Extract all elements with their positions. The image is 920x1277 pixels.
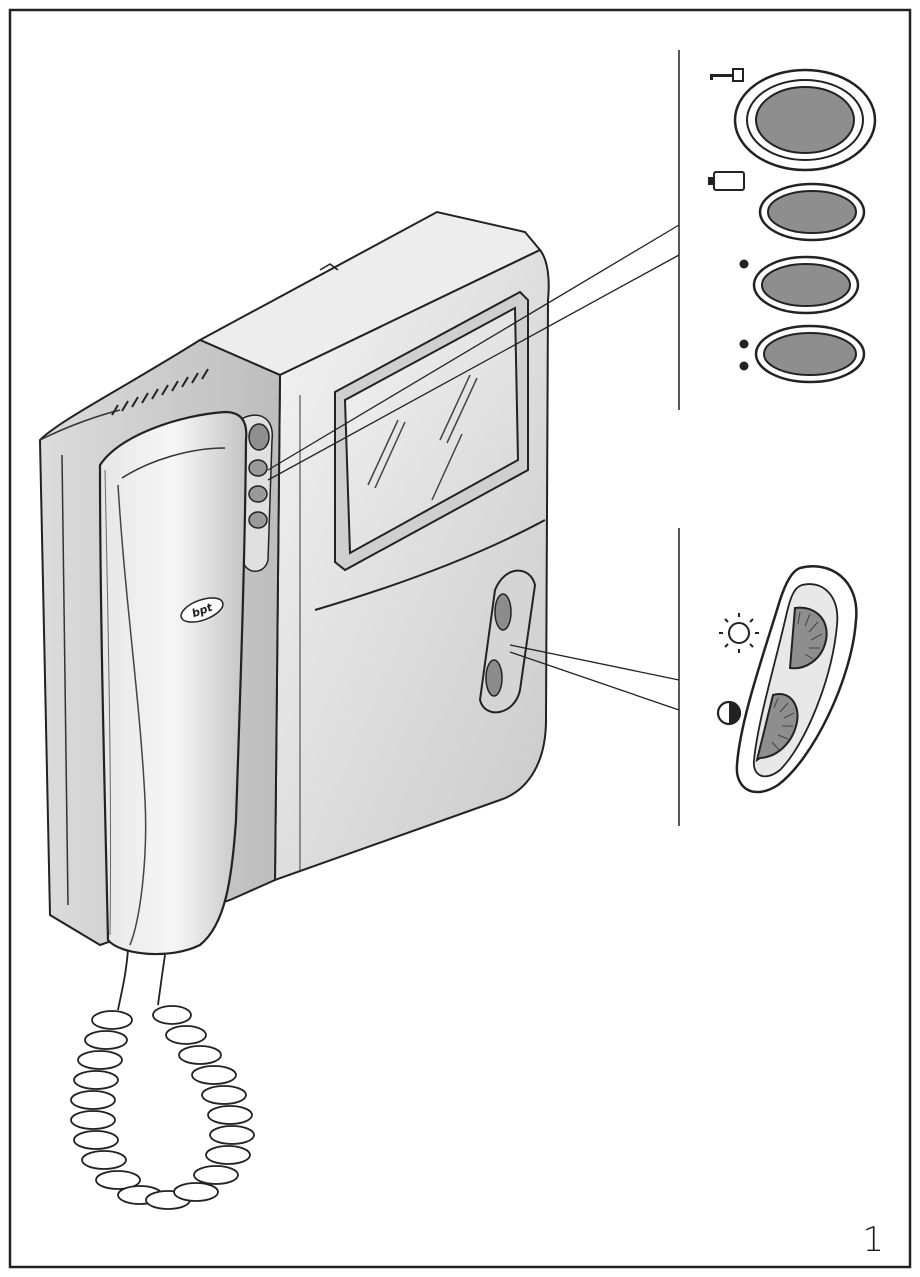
handset: bpt xyxy=(100,412,246,954)
contrast-icon xyxy=(718,702,740,724)
auxiliary-1-button xyxy=(754,257,858,313)
control-housing xyxy=(737,566,856,792)
page-number: 1 xyxy=(862,1223,884,1257)
controls-callout xyxy=(510,528,856,826)
door-release-button xyxy=(735,70,875,170)
video-intercom-unit: bpt xyxy=(40,212,549,1209)
double-dot-icon xyxy=(740,340,749,371)
auxiliary-2-button xyxy=(756,326,864,382)
key-icon xyxy=(710,69,743,81)
battery-icon xyxy=(708,172,744,190)
brightness-icon xyxy=(719,613,759,653)
single-dot-icon xyxy=(740,260,749,269)
coiled-cord xyxy=(71,950,254,1209)
self-insertion-button xyxy=(760,184,864,240)
